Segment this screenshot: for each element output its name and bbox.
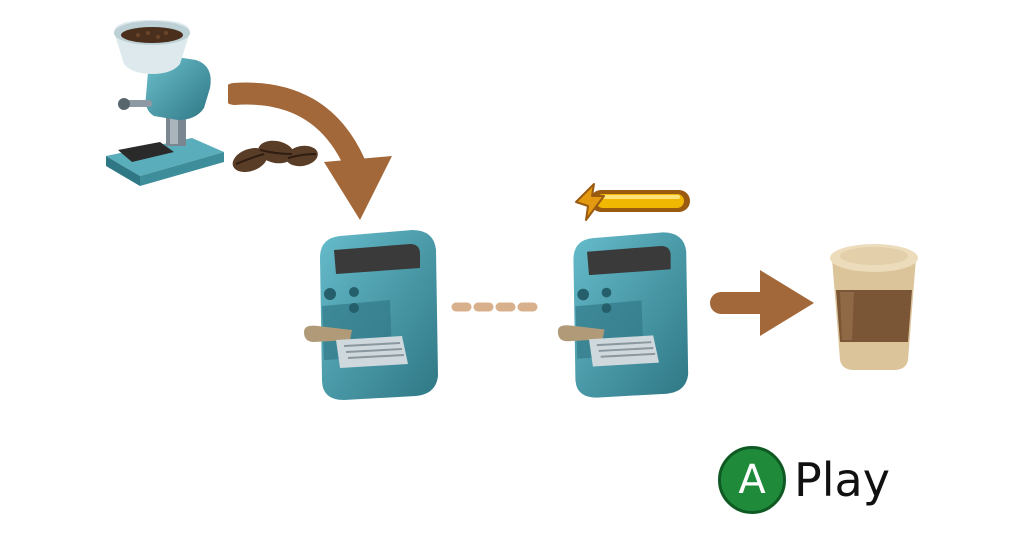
a-button-icon[interactable]: A	[718, 446, 786, 514]
curved-arrow-icon	[228, 82, 392, 220]
timer-bar-icon	[575, 183, 690, 221]
play-label: Play	[794, 453, 890, 507]
coffee-grinder-icon	[106, 20, 224, 186]
coffee-beans-icon	[232, 140, 318, 173]
right-arrow-icon	[710, 270, 814, 336]
espresso-machine-icon	[304, 230, 438, 400]
play-prompt[interactable]: A Play	[718, 446, 890, 514]
a-button-glyph: A	[738, 457, 766, 503]
espresso-machine-icon	[557, 232, 689, 398]
coffee-cup-icon	[830, 244, 918, 370]
dashed-connector-icon	[451, 302, 546, 312]
